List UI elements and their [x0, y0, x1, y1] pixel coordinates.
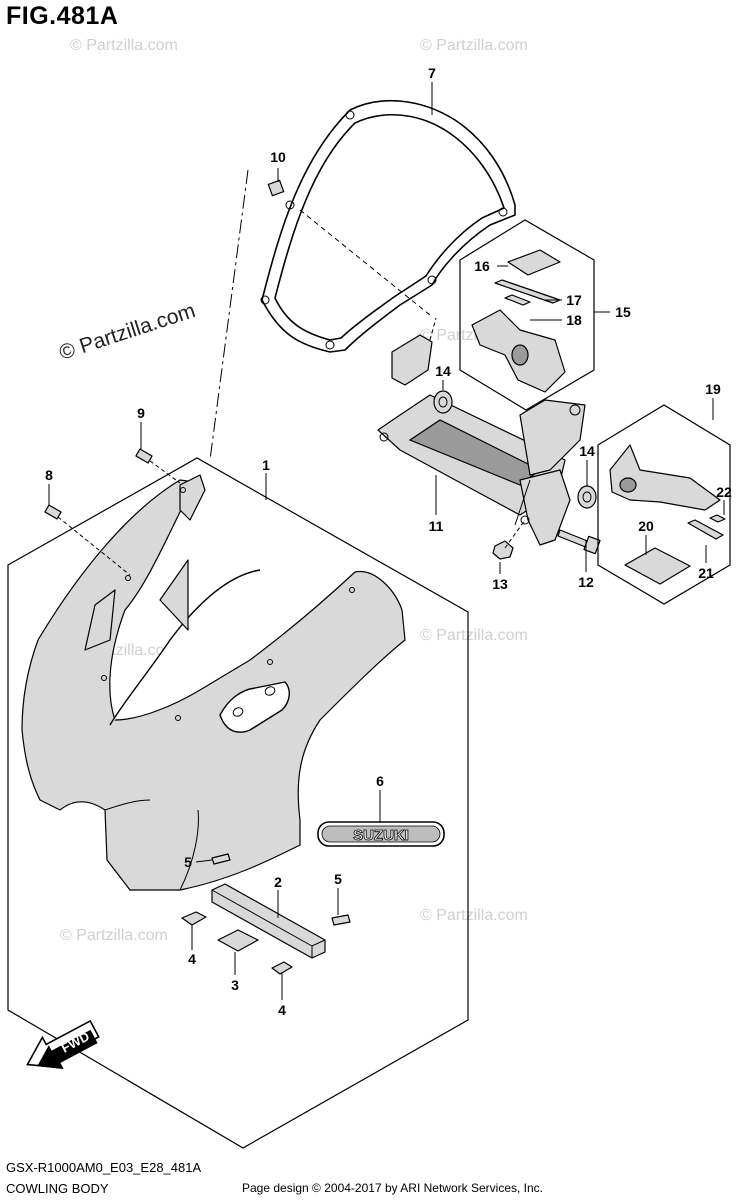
part-screw-10 — [267, 168, 285, 197]
part-bracket-11 — [377, 317, 586, 546]
part-pad-20 — [624, 547, 691, 585]
callout-10: 10 — [270, 149, 286, 165]
callout-14: 14 — [435, 363, 451, 379]
part-nut-13 — [492, 519, 526, 560]
callout-14: 14 — [579, 443, 595, 459]
callout-19: 19 — [705, 381, 721, 397]
callout-11: 11 — [429, 518, 444, 534]
part-cushion-14b — [577, 485, 597, 509]
callout-2: 2 — [274, 874, 282, 890]
watermark-text: © Partzilla.com — [70, 37, 178, 54]
part-bolt-12 — [557, 529, 601, 555]
callout-8: 8 — [45, 467, 53, 483]
callout-5: 5 — [184, 854, 192, 870]
emblem-text: SUZUKI — [353, 827, 409, 844]
callout-20: 20 — [638, 518, 654, 534]
model-code: GSX-R1000AM0_E03_E28_481A — [6, 1160, 202, 1175]
part-strip-18 — [504, 294, 531, 306]
part-strip-22 — [709, 514, 726, 523]
part-clip-5b — [331, 914, 351, 926]
part-stay-15 — [471, 309, 566, 393]
callout-4: 4 — [188, 951, 196, 967]
part-cushion-14a — [433, 390, 453, 414]
callout-17: 17 — [566, 292, 582, 308]
part-pad-16 — [507, 249, 561, 276]
part-box-cowling-body — [7, 457, 469, 1149]
callout-5: 5 — [334, 871, 342, 887]
credit-text: Page design © 2004-2017 by ARI Network S… — [242, 1181, 544, 1195]
watermark-main: © Partzilla.com — [56, 299, 198, 365]
part-cowling-body — [21, 474, 406, 891]
figure-title: FIG.481A — [6, 2, 119, 30]
callout-21: 21 — [698, 565, 714, 581]
callout-3: 3 — [231, 977, 239, 993]
callout-numbers: 1 2 3 4 4 5 5 6 7 8 9 10 11 12 13 14 14 … — [45, 65, 732, 1018]
part-pad-4b — [271, 961, 293, 975]
watermark-text: © Partzilla.com — [420, 37, 528, 54]
callout-22: 22 — [716, 484, 732, 500]
part-stay-19 — [609, 444, 721, 511]
part-pad-3 — [217, 929, 259, 952]
callout-12: 12 — [578, 574, 594, 590]
callout-1: 1 — [262, 457, 270, 473]
part-strip-2 — [211, 883, 326, 959]
part-windscreen — [260, 99, 516, 353]
callout-7: 7 — [428, 65, 436, 81]
callout-16: 16 — [474, 258, 490, 274]
part-box-15 — [459, 219, 595, 411]
callout-18: 18 — [566, 312, 582, 328]
callout-15: 15 — [615, 304, 631, 320]
part-clip-5a — [211, 853, 231, 865]
part-strip-21 — [687, 519, 724, 540]
part-box-19 — [597, 404, 731, 605]
watermark-text: © Partzilla.com — [420, 627, 528, 644]
callout-9: 9 — [137, 405, 145, 421]
part-pad-4a — [181, 911, 207, 926]
callout-6: 6 — [376, 773, 384, 789]
part-screw-9 — [135, 448, 181, 484]
part-emblem-6: SUZUKI — [317, 821, 445, 847]
part-screw-8 — [44, 504, 131, 576]
section-name: COWLING BODY — [6, 1181, 109, 1196]
watermark-text: © Partzilla.com — [60, 927, 168, 944]
callout-13: 13 — [492, 576, 508, 592]
watermark-text: © Partzilla.com — [420, 907, 528, 924]
callout-4: 4 — [278, 1002, 286, 1018]
callout-leaders — [48, 82, 725, 1000]
